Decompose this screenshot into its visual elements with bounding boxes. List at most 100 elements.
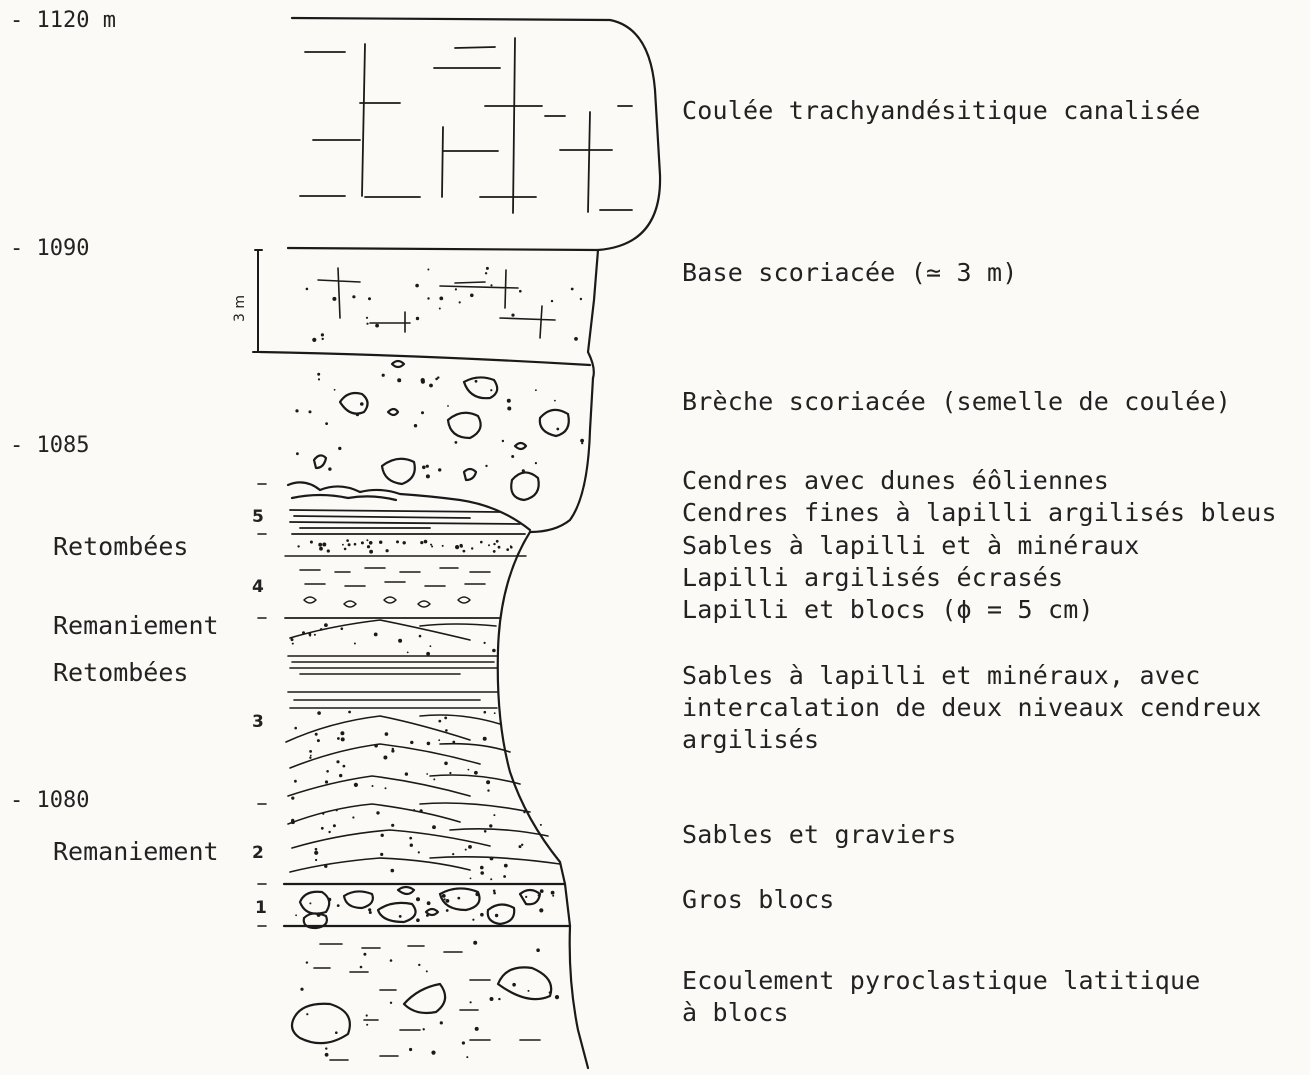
sediment-dot bbox=[309, 902, 312, 905]
sediment-dot bbox=[338, 446, 342, 451]
sediment-dot bbox=[314, 732, 318, 736]
desc-cross-bedded-sand-1: Sables à lapilli et minéraux, avec bbox=[682, 661, 1201, 690]
sediment-dot bbox=[324, 864, 328, 868]
sediment-dot bbox=[438, 739, 441, 742]
sediment-dot bbox=[427, 297, 430, 300]
sediment-dot bbox=[426, 914, 429, 917]
sediment-dot bbox=[385, 549, 389, 553]
sediment-dot bbox=[380, 852, 384, 857]
sediment-dot bbox=[340, 627, 344, 630]
sediment-dot bbox=[309, 634, 312, 637]
sediment-dot bbox=[455, 545, 460, 550]
sediment-dot bbox=[326, 549, 330, 553]
sediment-dot bbox=[368, 297, 371, 301]
sediment-dot bbox=[317, 372, 321, 376]
sediment-dot bbox=[429, 383, 433, 388]
sediment-dot bbox=[312, 337, 317, 342]
sediment-dot bbox=[444, 761, 448, 766]
desc-lapilli-sand: Sables à lapilli et à minéraux bbox=[682, 531, 1140, 560]
sediment-dot bbox=[371, 785, 374, 787]
sediment-dot bbox=[290, 638, 294, 642]
sediment-dot bbox=[305, 961, 309, 964]
sediment-dot bbox=[309, 754, 312, 757]
sediment-dot bbox=[483, 710, 487, 714]
sediment-dot bbox=[310, 541, 313, 544]
desc-lapilli-blocks: Lapilli et blocs (ϕ = 5 cm) bbox=[682, 595, 1094, 624]
sediment-dot bbox=[321, 337, 324, 341]
sediment-dot bbox=[353, 782, 358, 788]
sediment-dot bbox=[427, 268, 430, 271]
sediment-dot bbox=[421, 411, 424, 415]
sediment-dot bbox=[494, 913, 499, 918]
sediment-dot bbox=[416, 897, 420, 902]
sediment-dot bbox=[579, 297, 583, 301]
sediment-dot bbox=[322, 812, 325, 815]
sediment-dot bbox=[480, 871, 485, 875]
sediment-dot bbox=[368, 911, 372, 914]
sediment-dot bbox=[294, 779, 297, 783]
sediment-dot bbox=[315, 858, 318, 862]
sediment-dot bbox=[506, 548, 510, 551]
label-remaniement-lower: Remaniement bbox=[53, 837, 219, 866]
sediment-dot bbox=[296, 452, 299, 456]
sediment-dot bbox=[480, 912, 484, 917]
sediment-dot bbox=[521, 843, 524, 846]
desc-crushed-lapilli: Lapilli argilisés écrasés bbox=[682, 563, 1064, 592]
sediment-dot bbox=[511, 455, 515, 458]
sediment-dot bbox=[474, 770, 478, 775]
sediment-dot bbox=[443, 898, 446, 901]
sediment-dot bbox=[554, 995, 560, 1000]
sediment-dot bbox=[418, 634, 422, 638]
sediment-dot bbox=[420, 541, 424, 545]
sediment-dot bbox=[454, 441, 458, 444]
desc-sand-gravel: Sables et graviers bbox=[682, 820, 957, 849]
sediment-dot bbox=[518, 845, 522, 849]
sediment-dot bbox=[409, 1047, 413, 1052]
sediment-dot bbox=[343, 547, 347, 551]
unit-boundary-ticks bbox=[257, 483, 267, 927]
sediment-dot bbox=[461, 1041, 465, 1045]
sediment-dot bbox=[332, 824, 336, 828]
sediment-dot bbox=[409, 843, 413, 847]
sediment-dot bbox=[339, 773, 343, 778]
sediment-dot bbox=[458, 301, 461, 304]
sediment-dot bbox=[379, 540, 383, 544]
sand-gravel-layer bbox=[287, 802, 561, 873]
sediment-dot bbox=[426, 741, 431, 746]
cross-bedded-sand-layer bbox=[285, 619, 521, 797]
desc-cross-bedded-sand-3: argilisés bbox=[682, 725, 820, 754]
desc-pyroclastic-flow-2: à blocs bbox=[682, 998, 789, 1027]
sediment-dot bbox=[539, 908, 544, 913]
lava-flow-layer bbox=[286, 16, 662, 252]
sediment-dot bbox=[319, 628, 323, 631]
sediment-dot bbox=[352, 295, 356, 299]
sediment-dot bbox=[328, 467, 332, 471]
sediment-dot bbox=[497, 545, 501, 549]
sediment-dot bbox=[492, 889, 496, 893]
sediment-dot bbox=[389, 1001, 393, 1004]
sediment-dot bbox=[534, 462, 538, 465]
sediment-dot bbox=[466, 1056, 469, 1059]
sediment-dot bbox=[484, 272, 488, 275]
sediment-dot bbox=[485, 266, 489, 270]
sediment-dot bbox=[373, 632, 378, 637]
sediment-dot bbox=[290, 820, 295, 825]
sediment-dot bbox=[384, 787, 387, 790]
altitude-1085: - 1085 bbox=[10, 433, 90, 458]
sediment-dot bbox=[366, 1023, 369, 1026]
sediment-dot bbox=[324, 623, 328, 627]
sediment-dot bbox=[489, 997, 494, 1001]
sediment-dot bbox=[365, 1014, 368, 1017]
sediment-dot bbox=[431, 545, 434, 548]
sediment-dot bbox=[319, 546, 323, 551]
sediment-dot bbox=[336, 904, 340, 907]
sediment-dot bbox=[347, 543, 351, 547]
sediment-dot bbox=[306, 1013, 309, 1016]
sediment-dot bbox=[503, 875, 506, 878]
sediment-dot bbox=[519, 289, 522, 293]
sediment-dot bbox=[483, 641, 486, 645]
sediment-dot bbox=[445, 729, 448, 732]
sediment-dot bbox=[493, 542, 496, 546]
sediment-dot bbox=[336, 760, 340, 764]
sediment-dot bbox=[316, 912, 321, 917]
